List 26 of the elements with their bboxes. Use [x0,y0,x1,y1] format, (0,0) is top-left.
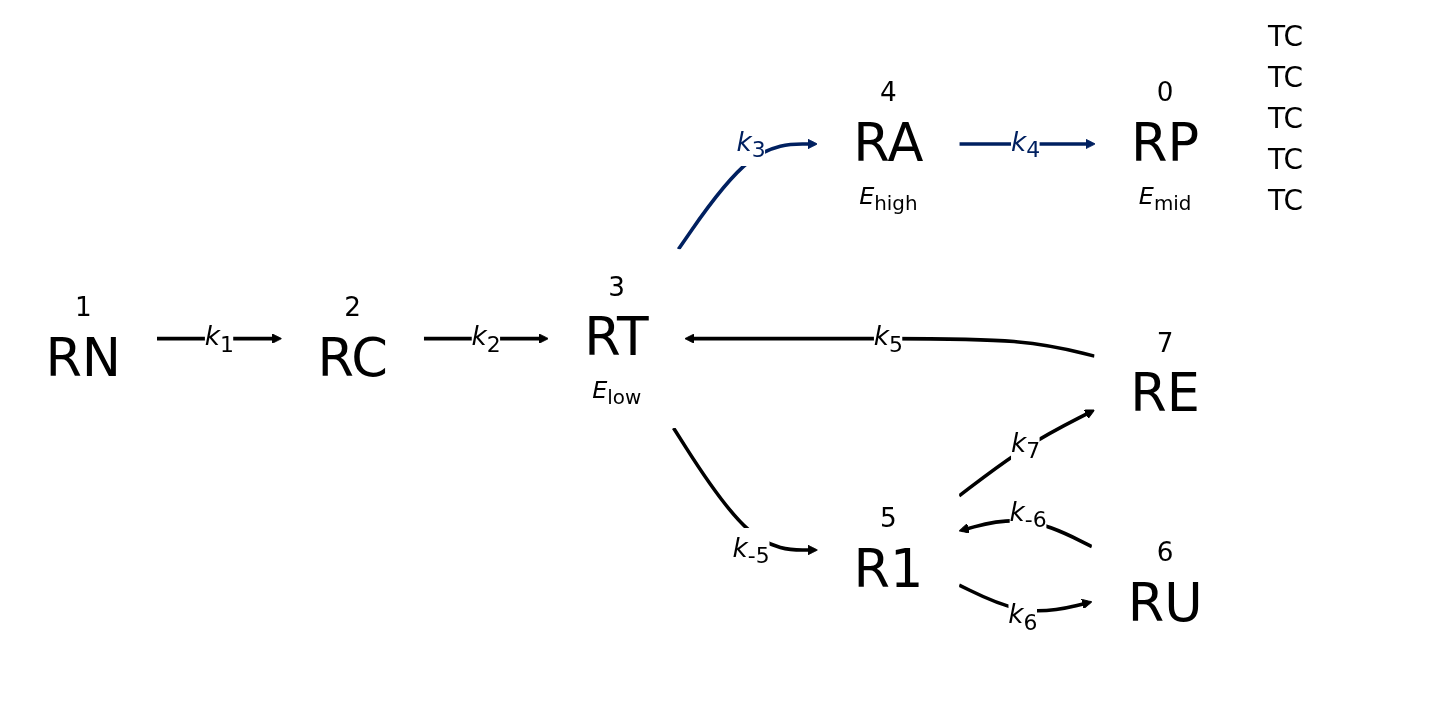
node-text: 1 RN [45,292,122,388]
species-label: TC [1268,102,1304,135]
node-text: 5 R1 [853,503,924,600]
species-label: TC [1268,143,1304,176]
node-text: 3 RT E$_{low}$ [584,272,650,410]
edge-label: k$_{1}$ [204,321,234,357]
edge-label: k$_{6}$ [1008,599,1038,635]
species-label: TC [1268,61,1304,94]
species-label: TC [1268,184,1304,217]
node-text: 2 RC [317,292,389,388]
node-text: 0 RP E$_{mid}$ [1131,77,1200,215]
edge-label: k$_{2}$ [471,321,501,357]
edge-label: k$_{3}$ [736,126,766,162]
species-label: TC [1268,20,1304,53]
arrow [676,138,818,251]
edge-label: k$_{-6}$ [1009,497,1047,533]
arrow [684,333,1095,359]
node-text: 7 RE [1130,327,1200,424]
edge-label: k$_{4}$ [1011,126,1041,162]
node-text: 4 RA E$_{high}$ [853,77,924,215]
arrow [958,409,1095,498]
arrow [672,427,819,556]
node-text: 6 RU [1127,537,1203,634]
edge-label: k$_{7}$ [1011,428,1041,464]
edge-label: k$_{-5}$ [732,532,770,569]
edge-label: k$_{5}$ [873,321,903,357]
